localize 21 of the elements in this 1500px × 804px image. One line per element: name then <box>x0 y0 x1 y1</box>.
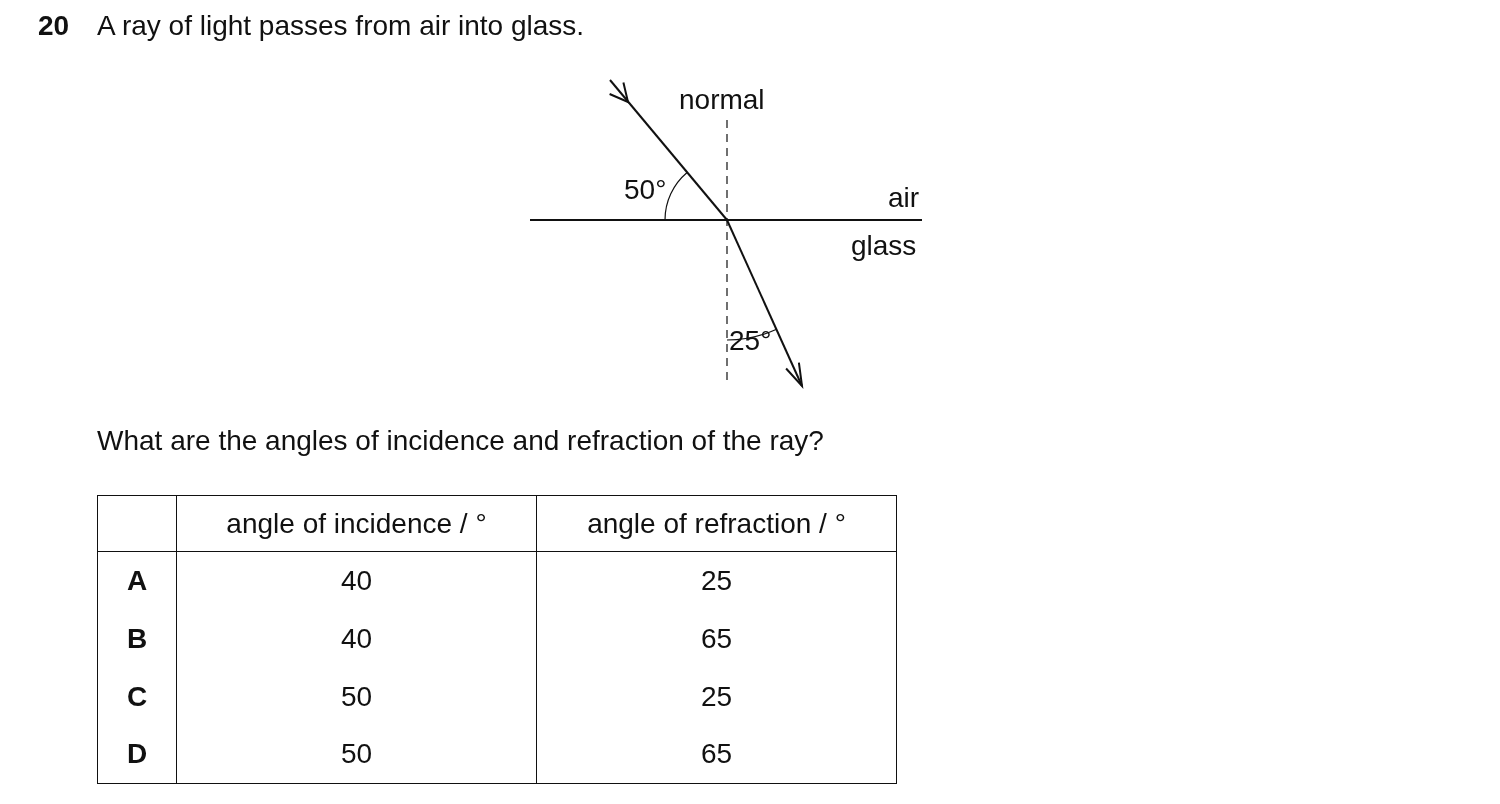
question-text: A ray of light passes from air into glass. <box>97 12 585 40</box>
angle-value: 40 <box>340 564 373 596</box>
angle-value: 50 <box>340 680 373 712</box>
option-letter: C <box>126 680 148 712</box>
angle-value: 25 <box>700 680 733 712</box>
option-letter: D <box>126 738 148 770</box>
medium-label: air <box>888 184 920 212</box>
angle-value: 25 <box>700 564 733 596</box>
angle-value: 65 <box>700 622 733 654</box>
column-heading: angle of refraction / ° <box>587 507 846 539</box>
medium-label: glass <box>851 232 917 260</box>
question-number: 20 <box>38 12 70 40</box>
angle-value: 65 <box>700 738 733 770</box>
angle-value: 50 <box>340 738 373 770</box>
option-letter: A <box>126 564 148 596</box>
column-heading: angle of incidence / ° <box>226 507 487 539</box>
angle-value: 40 <box>340 622 373 654</box>
question-text: What are the angles of incidence and refraction of the ray? <box>97 427 824 455</box>
normal-label: normal <box>679 86 765 114</box>
option-letter: B <box>126 622 148 654</box>
angle-label: 50° <box>624 176 667 204</box>
